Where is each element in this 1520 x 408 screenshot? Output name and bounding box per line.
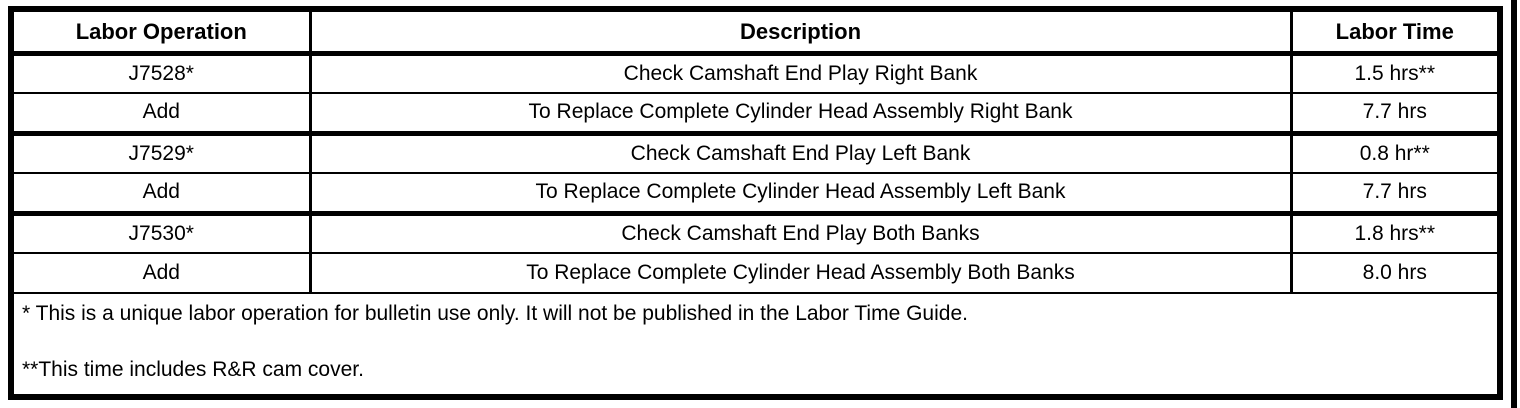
page-edge-line [1511, 0, 1517, 408]
table-row: J7529* Check Camshaft End Play Left Bank… [14, 133, 1497, 174]
column-header-labor-operation: Labor Operation [14, 12, 310, 56]
cell-labor-time: 7.7 hrs [1289, 173, 1497, 216]
labor-table-frame: Labor Operation Description Labor Time J… [8, 6, 1503, 400]
cell-labor-operation: J7528* [14, 53, 310, 94]
cell-labor-operation: J7529* [14, 133, 310, 174]
cell-description: To Replace Complete Cylinder Head Assemb… [308, 173, 1291, 216]
table-header: Labor Operation Description Labor Time [14, 12, 1497, 56]
cell-labor-time: 1.5 hrs** [1289, 53, 1497, 94]
column-header-labor-time: Labor Time [1289, 12, 1497, 56]
table-body: J7528* Check Camshaft End Play Right Ban… [14, 53, 1497, 394]
cell-description: To Replace Complete Cylinder Head Assemb… [308, 253, 1291, 294]
cell-description: To Replace Complete Cylinder Head Assemb… [308, 93, 1291, 136]
footnote-area: * This is a unique labor operation for b… [14, 293, 1497, 394]
cell-labor-operation: Add [14, 173, 310, 216]
cell-labor-operation: J7530* [14, 213, 310, 254]
footnote-row: * This is a unique labor operation for b… [14, 293, 1497, 394]
table-row: Add To Replace Complete Cylinder Head As… [14, 173, 1497, 216]
column-header-description: Description [308, 12, 1291, 56]
footnote-rr-cam-cover: **This time includes R&R cam cover. [22, 358, 364, 381]
table-row: J7528* Check Camshaft End Play Right Ban… [14, 53, 1497, 94]
cell-labor-operation: Add [14, 93, 310, 136]
cell-labor-operation: Add [14, 253, 310, 294]
labor-time-table: Labor Operation Description Labor Time J… [14, 12, 1497, 394]
cell-labor-time: 8.0 hrs [1289, 253, 1497, 294]
table-row: Add To Replace Complete Cylinder Head As… [14, 93, 1497, 136]
footnote-unique-labor-operation: * This is a unique labor operation for b… [22, 302, 968, 325]
cell-labor-time: 1.8 hrs** [1289, 213, 1497, 254]
table-row: J7530* Check Camshaft End Play Both Bank… [14, 213, 1497, 254]
table-row: Add To Replace Complete Cylinder Head As… [14, 253, 1497, 294]
header-row: Labor Operation Description Labor Time [14, 12, 1497, 56]
cell-description: Check Camshaft End Play Left Bank [308, 133, 1291, 174]
cell-labor-time: 0.8 hr** [1289, 133, 1497, 174]
cell-description: Check Camshaft End Play Right Bank [308, 53, 1291, 94]
cell-description: Check Camshaft End Play Both Banks [308, 213, 1291, 254]
cell-labor-time: 7.7 hrs [1289, 93, 1497, 136]
